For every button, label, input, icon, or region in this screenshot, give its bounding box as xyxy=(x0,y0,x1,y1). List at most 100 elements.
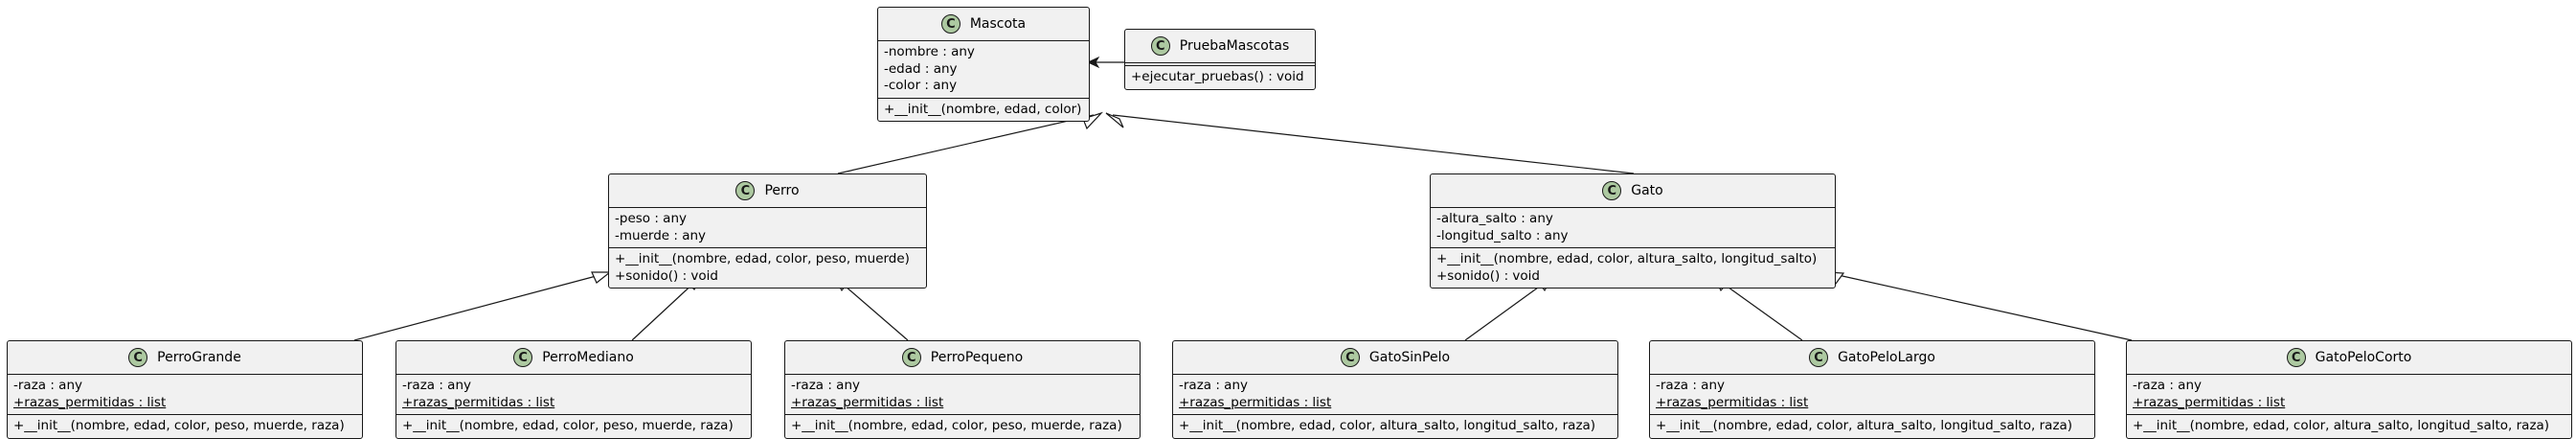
class-name: PerroGrande xyxy=(157,350,241,365)
static-attribute: +razas_permitidas : list xyxy=(402,394,555,410)
class-name: Gato xyxy=(1631,183,1663,198)
edge-gato-mascota xyxy=(1112,114,1635,174)
attributes-section: -raza : any +razas_permitidas : list xyxy=(8,375,362,415)
attributes-section: -raza : any +razas_permitidas : list xyxy=(2127,375,2571,415)
attributes-section xyxy=(1125,63,1315,66)
class-gato-pelo-corto[interactable]: C GatoPeloCorto -raza : any +razas_permi… xyxy=(2126,340,2572,439)
attributes-section: -raza : any +razas_permitidas : list xyxy=(1173,375,1617,415)
class-header: C PerroGrande xyxy=(8,341,362,375)
class-perro-pequeno[interactable]: C PerroPequeno -raza : any +razas_permit… xyxy=(784,340,1141,439)
attributes-section: -peso : any -muerde : any xyxy=(609,208,926,248)
attribute: -raza : any xyxy=(402,378,472,393)
attribute: -altura_salto : any xyxy=(1436,211,1553,226)
class-header: C PerroMediano xyxy=(396,341,751,375)
edge-perrogrande-perro xyxy=(353,273,604,341)
class-header: C GatoPeloLargo xyxy=(1650,341,2094,375)
class-prueba-mascotas[interactable]: C PruebaMascotas +ejecutar_pruebas() : v… xyxy=(1124,29,1316,90)
class-name: Perro xyxy=(764,183,800,198)
method: +__init__(nombre, edad, color, peso, mue… xyxy=(402,418,734,433)
methods-section: +__init__(nombre, edad, color, altura_sa… xyxy=(1173,415,1617,438)
methods-section: +__init__(nombre, edad, color, altura_sa… xyxy=(1650,415,2094,438)
attribute: -longitud_salto : any xyxy=(1436,227,1569,243)
class-header: C GatoSinPelo xyxy=(1173,341,1617,375)
class-perro-mediano[interactable]: C PerroMediano -raza : any +razas_permit… xyxy=(395,340,752,439)
inheritance-arrowhead xyxy=(591,271,612,284)
static-attribute: +razas_permitidas : list xyxy=(13,394,167,410)
class-icon: C xyxy=(1340,348,1360,367)
method: +sonido() : void xyxy=(1436,267,1540,284)
method: +__init__(nombre, edad, color, peso, mue… xyxy=(13,418,345,433)
methods-section: +__init__(nombre, edad, color, peso, mue… xyxy=(8,415,362,438)
methods-section: +__init__(nombre, edad, color, peso, mue… xyxy=(785,415,1140,438)
method: +__init__(nombre, edad, color, altura_sa… xyxy=(1179,418,1596,433)
class-header: C Gato xyxy=(1431,174,1835,208)
attribute: -color : any xyxy=(884,78,958,93)
attribute: -raza : any xyxy=(791,378,861,393)
class-name: Mascota xyxy=(969,16,1027,32)
attribute: -raza : any xyxy=(2133,378,2203,393)
method: +__init__(nombre, edad, color, peso, mue… xyxy=(791,418,1122,433)
class-name: PerroMediano xyxy=(542,350,634,365)
attributes-section: -raza : any +razas_permitidas : list xyxy=(785,375,1140,415)
class-name: PruebaMascotas xyxy=(1179,38,1290,54)
class-icon: C xyxy=(735,181,756,200)
inheritance-arrowhead xyxy=(1105,112,1124,128)
edge-perro-mascota xyxy=(837,114,1095,174)
class-name: PerroPequeno xyxy=(930,350,1024,365)
attribute: -raza : any xyxy=(1656,378,1726,393)
method: +__init__(nombre, edad, color, altura_sa… xyxy=(1656,418,2073,433)
class-icon: C xyxy=(1809,348,1829,367)
attributes-section: -altura_salto : any -longitud_salto : an… xyxy=(1431,208,1835,248)
class-name: GatoPeloLargo xyxy=(1838,350,1935,365)
edge-gatosinpelo-gato xyxy=(1464,279,1549,341)
edge-perromediano-perro xyxy=(631,279,698,341)
attribute: -peso : any xyxy=(615,211,687,226)
class-header: C Perro xyxy=(609,174,926,208)
class-gato-sin-pelo[interactable]: C GatoSinPelo -raza : any +razas_permiti… xyxy=(1172,340,1618,439)
class-icon: C xyxy=(2286,348,2306,367)
static-attribute: +razas_permitidas : list xyxy=(1656,394,1809,410)
attribute: -muerde : any xyxy=(615,227,707,243)
class-header: C GatoPeloCorto xyxy=(2127,341,2571,375)
class-icon: C xyxy=(901,348,921,367)
methods-section: +__init__(nombre, edad, color, altura_sa… xyxy=(1431,248,1835,288)
method: +sonido() : void xyxy=(615,267,718,284)
attributes-section: -raza : any +razas_permitidas : list xyxy=(396,375,751,415)
class-icon: C xyxy=(1602,181,1622,200)
method: +__init__(nombre, edad, color, altura_sa… xyxy=(2133,418,2550,433)
inheritance-arrowhead xyxy=(1082,111,1104,130)
association-arrowhead xyxy=(1086,56,1100,69)
method: +__init__(nombre, edad, color, peso, mue… xyxy=(615,251,910,266)
attribute: -edad : any xyxy=(884,60,958,77)
class-gato-pelo-largo[interactable]: C GatoPeloLargo -raza : any +razas_permi… xyxy=(1649,340,2095,439)
method: +__init__(nombre, edad, color) xyxy=(884,101,1082,117)
static-attribute: +razas_permitidas : list xyxy=(2133,394,2286,410)
method: +__init__(nombre, edad, color, altura_sa… xyxy=(1436,251,1818,266)
class-name: GatoSinPelo xyxy=(1368,350,1451,365)
attribute: -raza : any xyxy=(13,378,83,393)
class-icon: C xyxy=(1150,36,1170,56)
methods-section: +ejecutar_pruebas() : void xyxy=(1125,66,1315,89)
methods-section: +__init__(nombre, edad, color, peso, mue… xyxy=(396,415,751,438)
methods-section: +__init__(nombre, edad, color, peso, mue… xyxy=(609,248,926,288)
edge-perropequeno-perro xyxy=(837,279,909,341)
class-header: C PerroPequeno xyxy=(785,341,1140,375)
attribute: -nombre : any xyxy=(884,44,975,59)
attributes-section: -raza : any +razas_permitidas : list xyxy=(1650,375,2094,415)
class-mascota[interactable]: C Mascota -nombre : any -edad : any -col… xyxy=(877,7,1090,122)
class-icon: C xyxy=(513,348,533,367)
methods-section: +__init__(nombre, edad, color, altura_sa… xyxy=(2127,415,2571,438)
class-icon: C xyxy=(940,14,960,34)
static-attribute: +razas_permitidas : list xyxy=(791,394,944,410)
class-perro-grande[interactable]: C PerroGrande -raza : any +razas_permiti… xyxy=(7,340,363,439)
edge-gatopelocorto-gato xyxy=(1833,273,2133,341)
static-attribute: +razas_permitidas : list xyxy=(1179,394,1332,410)
class-perro[interactable]: C Perro -peso : any -muerde : any +__ini… xyxy=(608,173,927,289)
method: +ejecutar_pruebas() : void xyxy=(1131,69,1304,84)
class-name: GatoPeloCorto xyxy=(2315,350,2412,365)
class-header: C PruebaMascotas xyxy=(1125,30,1315,63)
class-gato[interactable]: C Gato -altura_salto : any -longitud_sal… xyxy=(1430,173,1836,289)
class-header: C Mascota xyxy=(878,8,1089,41)
attributes-section: -nombre : any -edad : any -color : any xyxy=(878,41,1089,99)
